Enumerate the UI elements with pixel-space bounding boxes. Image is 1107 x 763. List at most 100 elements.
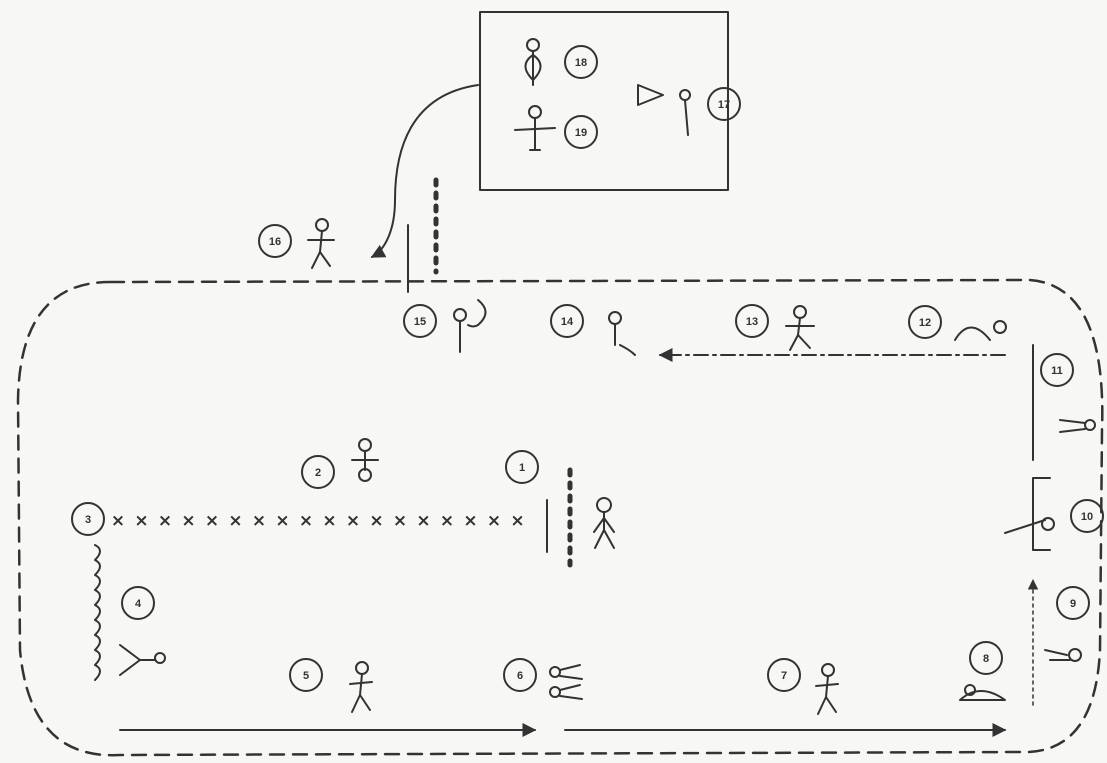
x-mark: ×	[416, 511, 430, 531]
station-number: 19	[575, 127, 587, 139]
figure-station-5	[349, 661, 373, 713]
station-marker-5: 5	[289, 658, 323, 692]
station-number: 3	[85, 514, 91, 526]
station-circle	[767, 658, 801, 692]
station-marker-15: 15	[403, 304, 437, 338]
figure-station-7	[815, 663, 839, 715]
x-mark: ×	[299, 511, 313, 531]
figure-station-19	[514, 105, 556, 151]
figure-station-15	[453, 299, 487, 353]
station-circle	[71, 502, 105, 536]
station-marker-16: 16	[258, 224, 292, 258]
figure-station-18	[524, 38, 542, 86]
station-number: 14	[561, 316, 574, 328]
station-circle	[503, 658, 537, 692]
station-circle	[403, 304, 437, 338]
figure-station-8	[959, 684, 1006, 701]
station-circle	[564, 115, 598, 149]
station-number: 10	[1081, 511, 1093, 523]
x-mark: ×	[346, 511, 360, 531]
figure-station-12	[954, 320, 1007, 341]
figure-station-6	[549, 664, 583, 700]
figure-station-1	[593, 497, 615, 549]
station-marker-19: 19	[564, 115, 598, 149]
x-mark-row: × × × × × × × × × × × × × × × × × ×	[111, 511, 525, 531]
x-mark: ×	[205, 511, 219, 531]
station-marker-10: 10	[1070, 499, 1104, 533]
station-circle	[505, 450, 539, 484]
station-marker-11: 11	[1040, 353, 1074, 387]
box-exit-arrow	[370, 84, 479, 258]
course-outline	[16, 278, 1104, 757]
station-circle	[908, 305, 942, 339]
figure-station-10	[1004, 517, 1055, 534]
station-circle	[735, 304, 769, 338]
station-number: 13	[746, 316, 758, 328]
station-number: 4	[135, 598, 142, 610]
station-marker-17: 17	[707, 87, 741, 121]
x-mark: ×	[463, 511, 477, 531]
station-number: 6	[517, 670, 523, 682]
x-mark: ×	[440, 511, 454, 531]
x-mark: ×	[487, 511, 501, 531]
station-circle	[1070, 499, 1104, 533]
station-marker-3: 3	[71, 502, 105, 536]
x-mark: ×	[228, 511, 242, 531]
x-mark: ×	[275, 511, 289, 531]
wavy-line-4	[94, 544, 101, 681]
x-mark: ×	[158, 511, 172, 531]
station-marker-14: 14	[550, 304, 584, 338]
station-number: 1	[519, 462, 525, 474]
station-marker-18: 18	[564, 45, 598, 79]
station-number: 12	[919, 317, 931, 329]
station-marker-6: 6	[503, 658, 537, 692]
station-marker-12: 12	[908, 305, 942, 339]
station-marker-7: 7	[767, 658, 801, 692]
station-marker-8: 8	[969, 641, 1003, 675]
station-circle	[1040, 353, 1074, 387]
figure-station-17	[637, 84, 691, 136]
figure-station-4	[119, 644, 166, 676]
station-circle	[550, 304, 584, 338]
station-number: 5	[303, 670, 309, 682]
station-circle	[301, 455, 335, 489]
x-mark: ×	[393, 511, 407, 531]
station-circle	[121, 586, 155, 620]
figure-station-16	[307, 218, 335, 269]
station-number: 11	[1051, 365, 1063, 377]
station-number: 7	[781, 670, 787, 682]
station-marker-9: 9	[1056, 586, 1090, 620]
station-circle	[564, 45, 598, 79]
station-number: 18	[575, 57, 587, 69]
figure-station-14	[608, 311, 636, 356]
station-circle	[289, 658, 323, 692]
station-number: 16	[269, 236, 281, 248]
station-circle	[258, 224, 292, 258]
station-number: 9	[1070, 598, 1076, 610]
figure-station-2	[351, 438, 379, 482]
x-mark: ×	[510, 511, 524, 531]
station-marker-1: 1	[505, 450, 539, 484]
station-circle	[707, 87, 741, 121]
station-number: 17	[718, 99, 730, 111]
x-mark: ×	[111, 511, 125, 531]
station-number: 15	[414, 316, 426, 328]
inner-box	[479, 11, 729, 191]
x-mark: ×	[134, 511, 148, 531]
x-mark: ×	[322, 511, 336, 531]
figure-station-13	[785, 305, 815, 351]
right-bracket-10	[1032, 477, 1051, 551]
figure-station-9	[1044, 648, 1082, 662]
station-number: 8	[983, 653, 989, 665]
x-mark: ×	[181, 511, 195, 531]
station-number: 2	[315, 467, 321, 479]
x-mark: ×	[369, 511, 383, 531]
station-marker-2: 2	[301, 455, 335, 489]
station-marker-13: 13	[735, 304, 769, 338]
station-circle	[1056, 586, 1090, 620]
x-mark: ×	[252, 511, 266, 531]
figure-station-11	[1059, 419, 1096, 433]
